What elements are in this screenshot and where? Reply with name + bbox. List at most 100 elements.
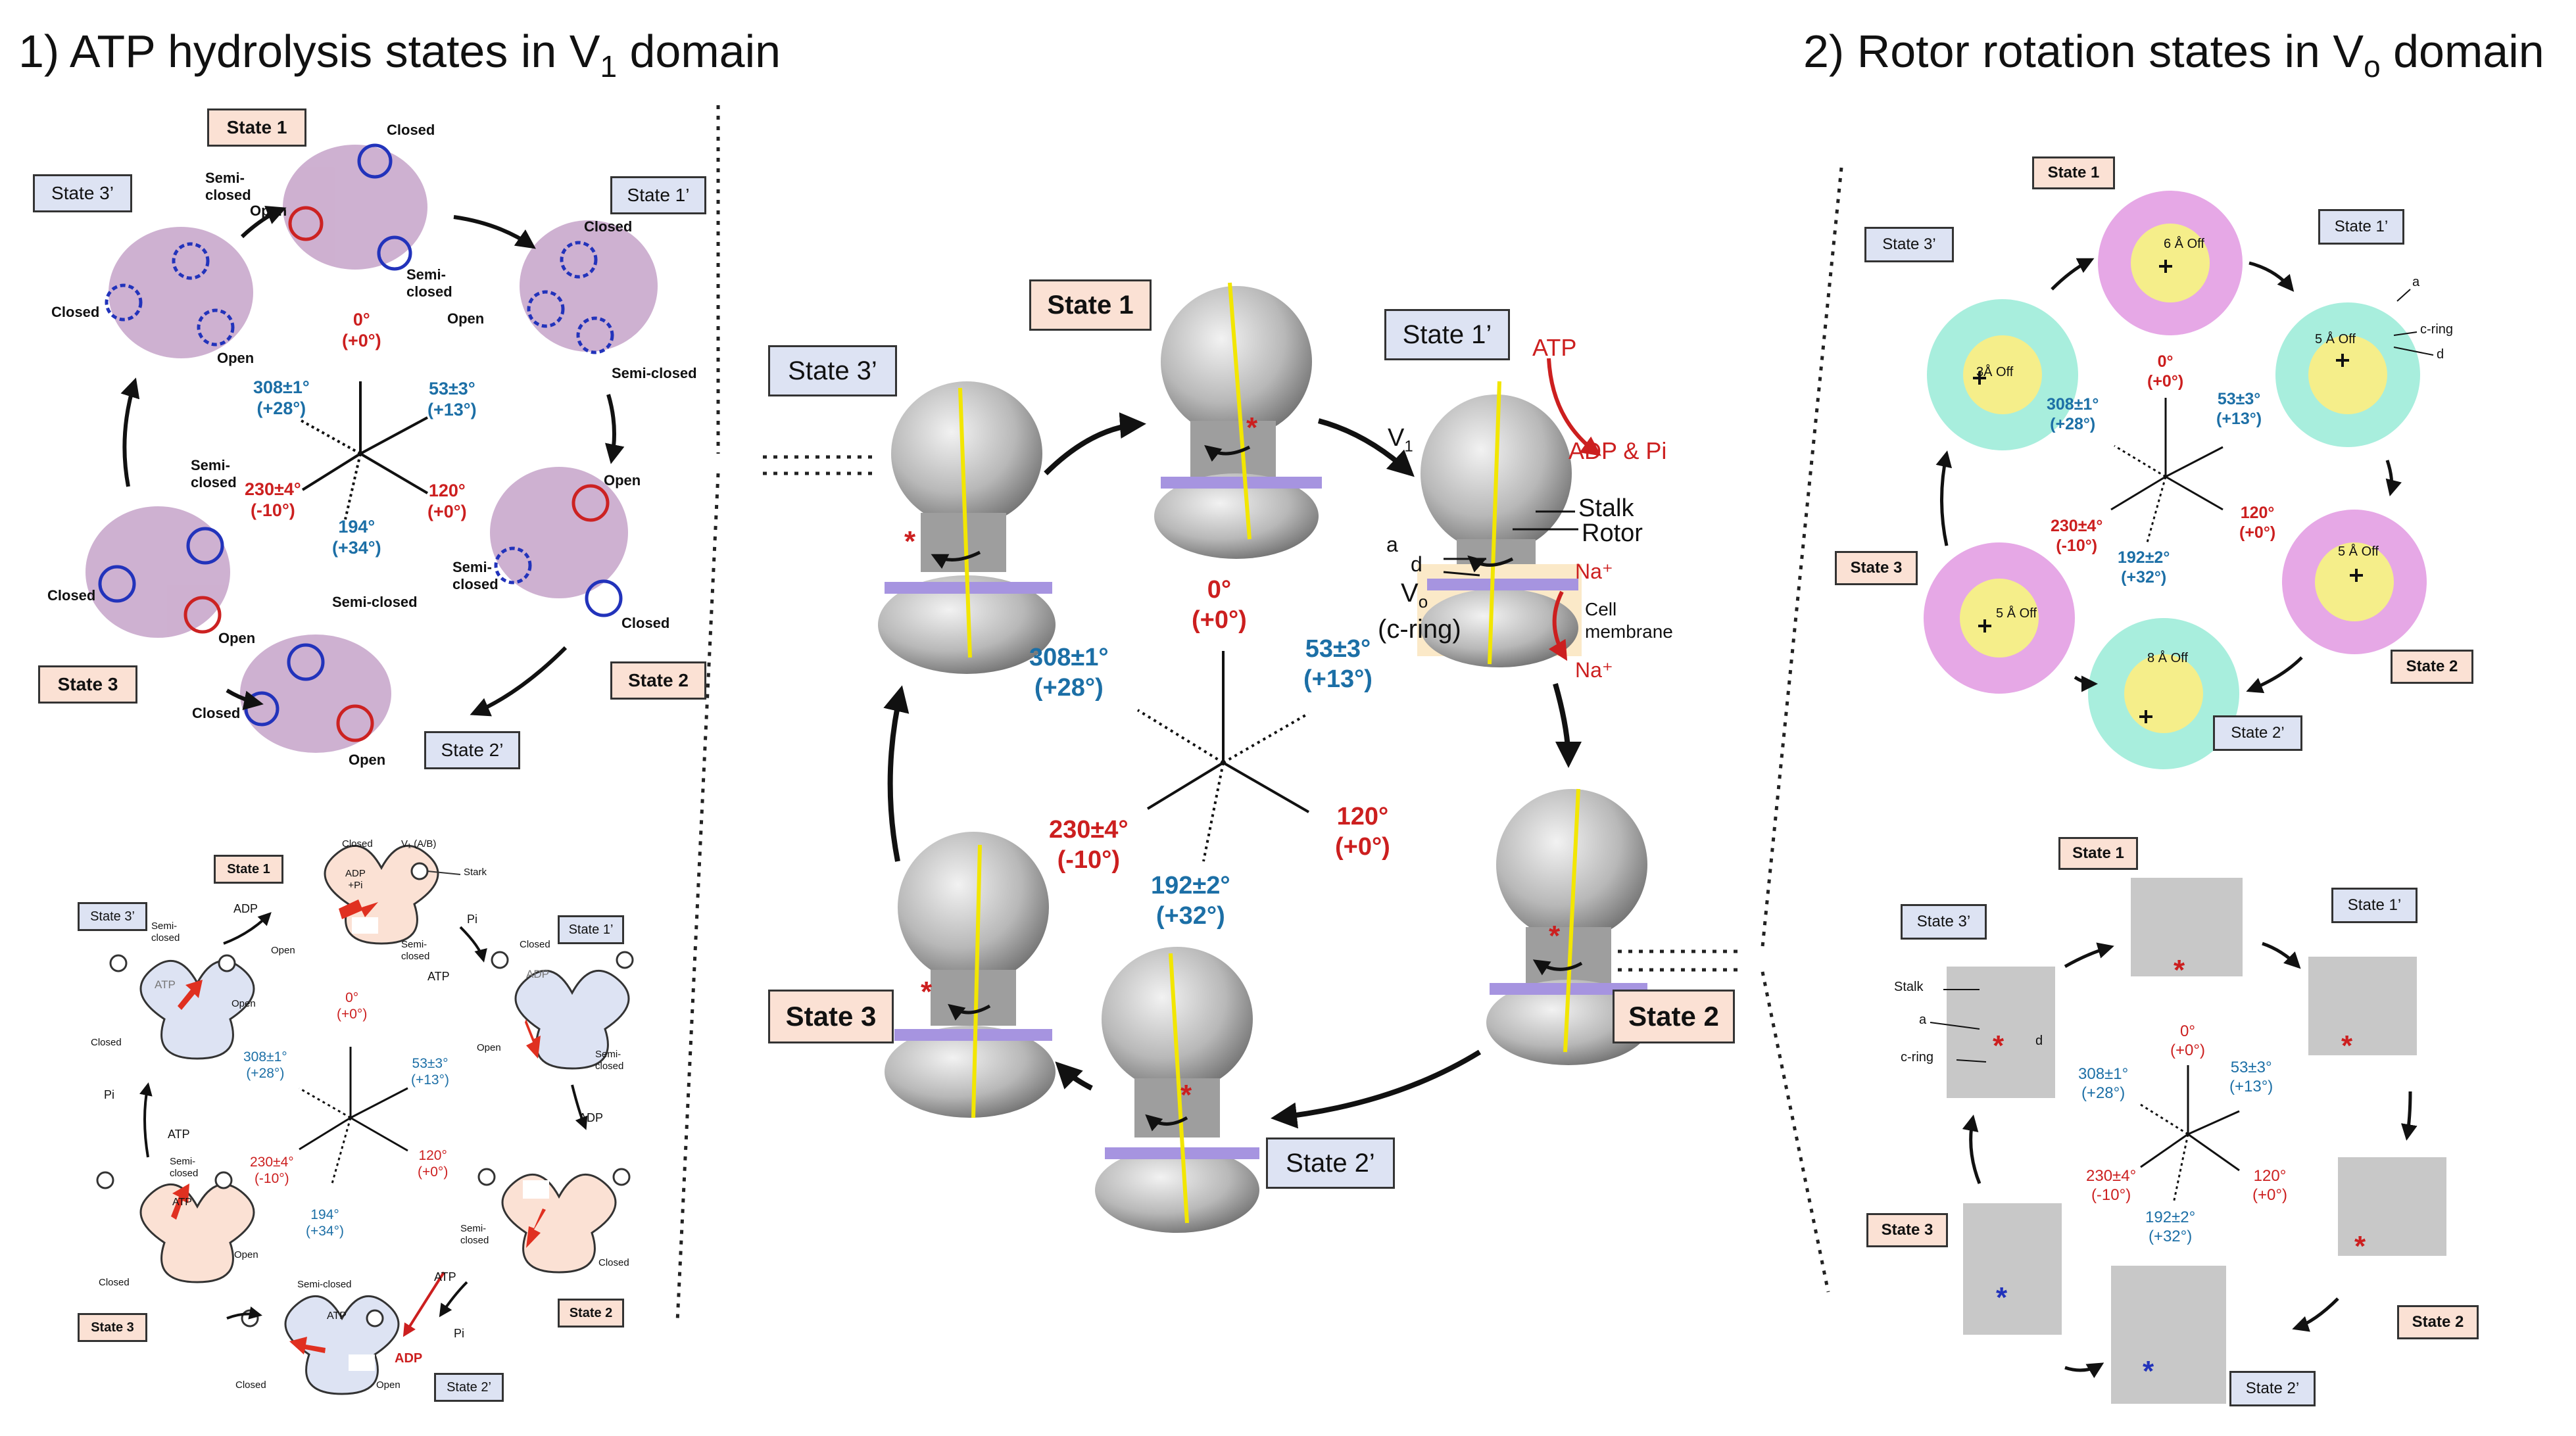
sch-lbl-open-1p: Open (477, 1042, 501, 1053)
sch-lbl-closed-1p: Closed (520, 939, 550, 950)
schematic-state-s2p: State 2’ (434, 1373, 504, 1402)
p1-lbl-semi-3: Semi-closed (191, 457, 237, 491)
p1-lbl-open-3p: Open (217, 350, 255, 366)
p1-lbl-open-1: Open (250, 203, 287, 219)
sch-lbl-adp-2: ADP (579, 1111, 604, 1124)
svg-text:*: * (2341, 1030, 2353, 1062)
center-c-ring: (c-ring) (1378, 615, 1461, 644)
vo-zoom-state-s1: State 1 (2058, 837, 2138, 870)
schematic-state-s3: State 3 (78, 1313, 147, 1342)
sch-lbl-semi-3: Semi-closed (170, 1156, 199, 1179)
v1-schematics (139, 844, 630, 1395)
center-atp: ATP (1532, 334, 1577, 361)
p1-lbl-open-2: Open (604, 472, 641, 489)
p1-angle-308: 308±1°(+28°) (253, 377, 310, 419)
p1-angle-120: 120°(+0°) (427, 481, 467, 522)
sch-lbl-semiclosed-2p: Semi-closed (297, 1279, 352, 1290)
vo-angle-192: 192±2°(+32°) (2118, 548, 2170, 586)
vo-off-2: 5 Å Off (2338, 544, 2379, 559)
p1-lbl-closed-1: Closed (387, 122, 435, 138)
sch-lbl-semi-3p: Semi-closed (151, 921, 180, 944)
sch-angle-230: 230±4°(-10°) (250, 1155, 294, 1187)
vz-angle-53: 53±3°(+13°) (2229, 1059, 2273, 1095)
svg-text:*: * (1993, 1030, 2005, 1062)
sch-angle-194: 194°(+34°) (306, 1207, 345, 1239)
center-cycle-arrows (883, 412, 1582, 1129)
vo-crosshairs (1973, 260, 2363, 723)
sch-lbl-open-3p: Open (231, 998, 256, 1009)
vo-state-s3: State 3 (1835, 551, 1918, 585)
vz-lbl-a: a (1919, 1013, 1927, 1027)
vo-state-s1p: State 1’ (2318, 209, 2404, 245)
vo-state-s1: State 1 (2032, 156, 2115, 189)
vo-star (2110, 398, 2224, 543)
p1-lbl-semi-2: Semi-closed (452, 559, 498, 593)
vo-zoom-arrows (1962, 942, 2418, 1379)
sch-angle-308: 308±1°(+28°) (243, 1049, 287, 1082)
vz-lbl-c-ring: c-ring (1901, 1050, 1934, 1065)
panel1-title: 1) ATP hydrolysis states in V1 domain (18, 26, 781, 84)
sch-lbl-atp-3: ATP (168, 1128, 190, 1141)
p1-lbl-open-3: Open (218, 630, 256, 646)
vo-zoom-state-s2p: State 2’ (2229, 1371, 2316, 1406)
sch-lbl-open-1: Open (271, 945, 295, 956)
sch-lbl-semi-1p: Semi-closed (595, 1049, 624, 1072)
sch-lbl-adp-red: ADP (395, 1351, 423, 1366)
vo-angle-308: 308±1°(+28°) (2047, 395, 2099, 433)
center-state-s3p: State 3’ (768, 345, 897, 396)
sch-lbl-atp-1: ATP (427, 970, 450, 983)
svg-text:*: * (2354, 1230, 2366, 1262)
state-label-s1: State 1 (207, 108, 306, 147)
sch-lbl-closed-2: Closed (598, 1257, 629, 1268)
p1-lbl-closed-3p: Closed (51, 304, 100, 320)
center-state-s1p: State 1’ (1384, 309, 1510, 360)
sch-lbl-adp-top: ADP+Pi (345, 868, 366, 891)
vo-lbl-d: d (2437, 347, 2444, 362)
p1-angle-194: 194°(+34°) (332, 517, 381, 558)
center-a: a (1386, 533, 1398, 556)
vo-state-s3p: State 3’ (1864, 227, 1954, 262)
p1-lbl-closed-2p: Closed (192, 705, 241, 721)
sch-angle-53: 53±3°(+13°) (411, 1056, 450, 1088)
p1-angle-53: 53±3°(+13°) (427, 379, 477, 420)
svg-text:*: * (1180, 1079, 1192, 1111)
separators (675, 105, 1843, 1322)
svg-text:*: * (1246, 412, 1258, 444)
state-label-s2: State 2 (610, 661, 706, 700)
sch-lbl-semi-2: Semi-closed (460, 1223, 489, 1246)
center-d: d (1411, 552, 1422, 576)
svg-text:*: * (921, 976, 933, 1008)
v1-schematic-pockets (112, 904, 549, 1371)
panel2-title: 2) Rotor rotation states in Vo domain (1803, 26, 2544, 84)
sch-lbl-closed-3: Closed (99, 1277, 130, 1288)
center-stalk: Stalk (1578, 494, 1634, 522)
center-angle-53: 53±3°(+13°) (1303, 635, 1373, 693)
state-label-s3: State 3 (38, 665, 137, 704)
structure-state1p (1417, 381, 1582, 667)
center-na-top: Na⁺ (1575, 560, 1613, 583)
vo-zoom-state-s1p: State 1’ (2331, 888, 2418, 923)
p1-lbl-open-2p: Open (349, 752, 386, 768)
vo-ring-arrows (1935, 258, 2402, 694)
vz-angle-192: 192±2°(+32°) (2145, 1209, 2196, 1245)
sch-lbl-closed-2p: Closed (235, 1379, 266, 1391)
callout-lines (1443, 510, 1578, 577)
vo-angle-0: 0°(+0°) (2147, 352, 2184, 391)
svg-text:*: * (2143, 1355, 2154, 1387)
vo-callout-lines (1930, 289, 2434, 1063)
vo-zoom-views (1947, 878, 2446, 1404)
p1-lbl-semi-1: Semi-closed (205, 170, 251, 204)
vo-zoom-state-s2: State 2 (2397, 1305, 2479, 1339)
p1-lbl-open-1p: Open (447, 310, 485, 327)
v1-schematic-star (299, 1047, 408, 1184)
vz-angle-120: 120°(+0°) (2252, 1167, 2287, 1204)
p1-angle-0: 0°(+0°) (342, 310, 381, 351)
sch-lbl-atp-3b: ATP (172, 1197, 192, 1208)
vo-state-s2p: State 2’ (2213, 715, 2302, 751)
vz-lbl-d: d (2035, 1034, 2043, 1048)
state-label-s3p: State 3’ (33, 174, 132, 212)
sch-lbl-atp-2p: ATP (327, 1310, 347, 1322)
vo-angle-53: 53±3°(+13°) (2216, 390, 2262, 428)
sch-lbl-atp-2: ATP (434, 1270, 456, 1283)
